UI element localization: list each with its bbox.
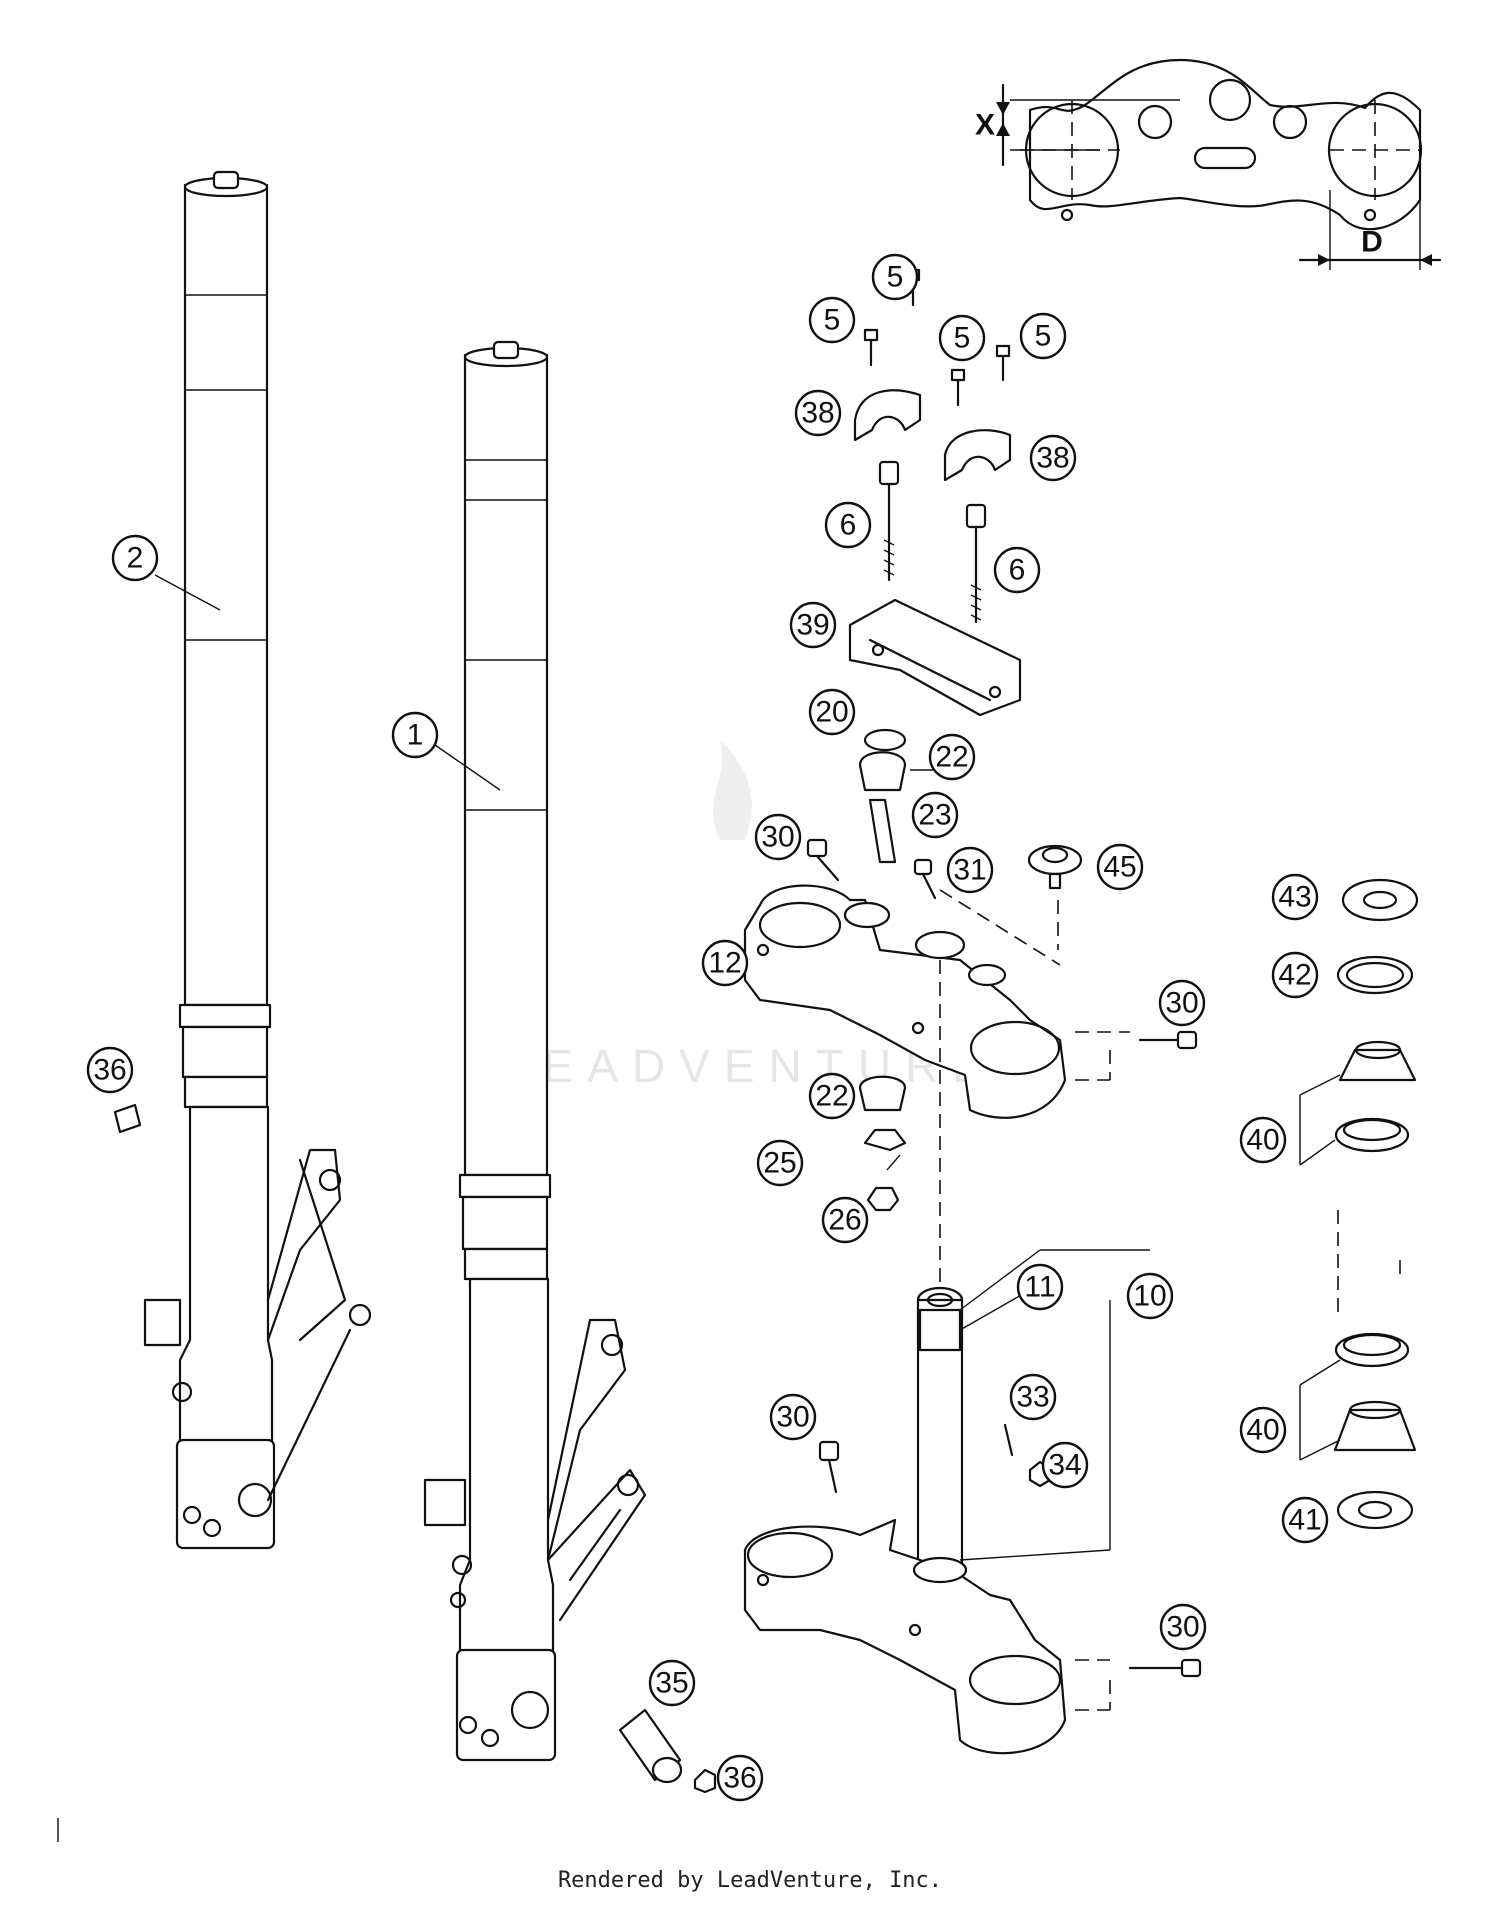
svg-text:23: 23	[918, 799, 951, 832]
callout-36[interactable]: 36	[716, 1754, 764, 1802]
svg-text:6: 6	[840, 509, 857, 542]
svg-text:30: 30	[1166, 1611, 1199, 1644]
steering-stem-nut-45	[1027, 844, 1083, 890]
callout-22[interactable]: 22	[808, 1072, 856, 1120]
svg-text:36: 36	[723, 1762, 756, 1795]
svg-text:30: 30	[776, 1401, 809, 1434]
callout-43[interactable]: 43	[1271, 873, 1319, 921]
inset-triple-clamp: X D	[975, 58, 1442, 270]
callout-45[interactable]: 45	[1096, 843, 1144, 891]
callout-10[interactable]: 10	[1126, 1272, 1174, 1320]
callout-41[interactable]: 41	[1281, 1496, 1329, 1544]
callouts: 1 2 5 5 5 5 38 38 6 6 39 20 22 23 30 31 …	[86, 253, 1329, 1802]
callout-2[interactable]: 2	[111, 534, 159, 582]
svg-text:22: 22	[935, 741, 968, 774]
svg-text:20: 20	[815, 696, 848, 729]
svg-text:36: 36	[93, 1054, 126, 1087]
upper-triple-clamp-12	[743, 884, 1130, 1300]
callout-26[interactable]: 26	[821, 1196, 869, 1244]
svg-text:2: 2	[127, 542, 144, 575]
callout-25[interactable]: 25	[756, 1139, 804, 1187]
callout-30[interactable]: 30	[1159, 1603, 1207, 1651]
svg-text:12: 12	[708, 947, 741, 980]
callout-40[interactable]: 40	[1239, 1116, 1287, 1164]
callout-23[interactable]: 23	[911, 791, 959, 839]
callout-35[interactable]: 35	[648, 1659, 696, 1707]
callout-34[interactable]: 34	[1041, 1441, 1089, 1489]
callout-6[interactable]: 6	[993, 546, 1041, 594]
svg-text:38: 38	[801, 397, 834, 430]
callout-20[interactable]: 20	[808, 688, 856, 736]
callout-42[interactable]: 42	[1271, 951, 1319, 999]
svg-text:5: 5	[824, 304, 841, 337]
svg-text:34: 34	[1048, 1449, 1081, 1482]
svg-text:30: 30	[1165, 987, 1198, 1020]
svg-text:33: 33	[1016, 1381, 1049, 1414]
damper-parts	[858, 728, 907, 864]
callout-30[interactable]: 30	[769, 1393, 817, 1441]
svg-text:22: 22	[815, 1080, 848, 1113]
callout-38[interactable]: 38	[794, 389, 842, 437]
svg-text:1: 1	[407, 719, 424, 752]
axle-spacer	[113, 1103, 717, 1794]
callout-11[interactable]: 11	[1016, 1263, 1064, 1311]
svg-text:25: 25	[763, 1147, 796, 1180]
dimension-d-label: D	[1361, 226, 1383, 259]
callout-5[interactable]: 5	[871, 253, 919, 301]
callout-30[interactable]: 30	[1158, 979, 1206, 1027]
upper-clamp-bolts	[806, 838, 1198, 1050]
callout-6[interactable]: 6	[824, 501, 872, 549]
svg-text:26: 26	[828, 1204, 861, 1237]
stem-fasteners	[858, 1075, 907, 1212]
callout-38[interactable]: 38	[1029, 434, 1077, 482]
callout-33[interactable]: 33	[1009, 1373, 1057, 1421]
leader-lines	[154, 574, 1341, 1561]
svg-text:39: 39	[796, 609, 829, 642]
callout-36[interactable]: 36	[86, 1046, 134, 1094]
svg-text:38: 38	[1036, 442, 1069, 475]
svg-text:30: 30	[761, 821, 794, 854]
callout-1[interactable]: 1	[391, 711, 439, 759]
callout-22[interactable]: 22	[928, 733, 976, 781]
svg-text:40: 40	[1246, 1124, 1279, 1157]
svg-text:41: 41	[1288, 1504, 1321, 1537]
svg-text:35: 35	[655, 1667, 688, 1700]
callout-5[interactable]: 5	[808, 296, 856, 344]
handlebar-clamp-caps-38	[853, 389, 1012, 482]
svg-text:6: 6	[1009, 554, 1026, 587]
svg-text:40: 40	[1246, 1414, 1279, 1447]
callout-5[interactable]: 5	[1019, 312, 1067, 360]
svg-text:45: 45	[1103, 851, 1136, 884]
callout-30[interactable]: 30	[754, 813, 802, 861]
fork-leg-1	[423, 340, 647, 1762]
dimension-x-label: X	[975, 109, 995, 142]
svg-text:42: 42	[1278, 959, 1311, 992]
svg-text:31: 31	[953, 854, 986, 887]
fork-leg-2	[143, 170, 372, 1550]
render-credit: Rendered by LeadVenture, Inc.	[557, 1868, 943, 1893]
handlebar-riser-39	[848, 598, 1022, 717]
callout-12[interactable]: 12	[701, 939, 749, 987]
steering-stem-11	[916, 1286, 964, 1572]
long-bolts-6	[878, 460, 987, 624]
svg-text:43: 43	[1278, 881, 1311, 914]
callout-31[interactable]: 31	[946, 846, 994, 894]
svg-text:10: 10	[1133, 1280, 1166, 1313]
lower-triple-clamp-10	[743, 1423, 1202, 1755]
svg-text:11: 11	[1024, 1271, 1055, 1304]
callout-40[interactable]: 40	[1239, 1406, 1287, 1454]
bearing-set	[1333, 878, 1419, 1530]
svg-text:5: 5	[887, 261, 904, 294]
callout-39[interactable]: 39	[789, 601, 837, 649]
svg-text:5: 5	[954, 322, 971, 355]
svg-text:5: 5	[1035, 320, 1052, 353]
callout-5[interactable]: 5	[938, 314, 986, 362]
